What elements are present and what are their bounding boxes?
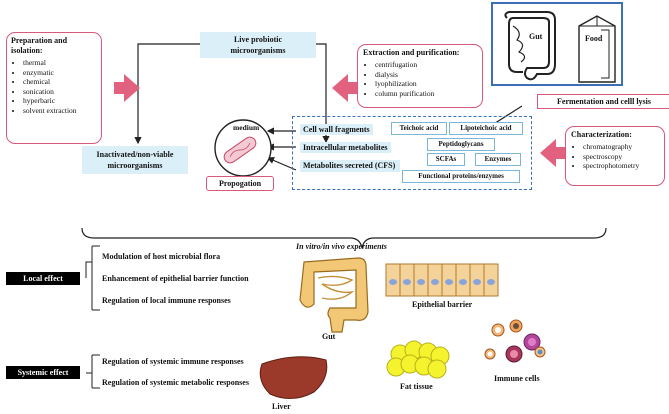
local-item-1: Modulation of host microbial flora [102,252,221,261]
medium-label: medium [233,123,260,132]
preparation-box: Preparation and isolation: thermal enzym… [6,32,102,144]
systemic-item-2: Regulation of systemic metabolic respons… [102,378,249,387]
scfas-tag: SCFAs [427,153,465,166]
teichoic-tag: Teichoic acid [391,122,447,135]
experiments-label: In vitro/in vivo experiments [296,242,387,251]
peptidoglycans-tag: Peptidoglycans [427,138,495,151]
fat-tissue-icon [386,340,450,379]
extraction-box: Extraction and purification: centrifugat… [357,44,483,108]
list-item: sonication [23,87,97,97]
secreted-label: Metabolites secreted (CFS) [300,160,400,172]
list-item: thermal [23,58,97,68]
gut-food-box: Gut Food [491,2,623,86]
systemic-effect-label: Systemic effect [6,366,80,379]
list-item: lyophilization [375,79,477,89]
pink-arrow-right [114,74,140,102]
enzymes-tag: Enzymes [475,153,521,166]
propogation-box: Propogation [206,176,274,191]
list-item: dialysis [375,70,477,80]
characterization-title: Characterization: [571,130,632,139]
immune-cells-icon [484,319,546,363]
proteins-tag: Functional proteins/enzymes [402,170,520,183]
epithelial-barrier-icon [385,263,499,297]
gut-organ-label: Gut [322,332,336,341]
characterization-list: chromatography spectroscopy spectrophoto… [571,142,659,171]
inactivated-box: Inactivated/non-viable microorganisms [82,146,188,174]
lipoteichoic-tag: Lipoteichoic acid [449,122,523,135]
list-item: spectroscopy [583,152,659,162]
list-item: chemical [23,77,97,87]
list-item: chromatography [583,142,659,152]
list-item: spectrophotometry [583,161,659,171]
live-probiotic-box: Live probiotic microorganisms [200,32,316,58]
list-item: enzymatic [23,68,97,78]
intracellular-label: Intracellular metabolites [300,142,391,153]
liver-label: Liver [272,402,291,411]
list-item: hyperbaric [23,96,97,106]
local-item-3: Regulation of local immune responses [102,296,231,305]
immune-label: Immune cells [494,374,540,383]
intestine-outline-icon [504,11,616,83]
components-box [292,116,532,190]
pink-arrow-left-extraction [332,74,358,102]
list-item: column purification [375,89,477,99]
extraction-title: Extraction and purification: [363,48,460,57]
characterization-box: Characterization: chromatography spectro… [565,126,665,186]
pink-arrow-left-characterization [540,139,566,167]
preparation-list: thermal enzymatic chemical sonication hy… [11,58,97,116]
fat-label: Fat tissue [400,382,433,391]
list-item: centrifugation [375,60,477,70]
list-item: solvent extraction [23,106,97,116]
systemic-item-1: Regulation of systemic immune responses [102,357,244,366]
preparation-title: Preparation and isolation: [11,36,68,55]
fermentation-label: Fermentation and celll lysis [537,94,669,109]
liver-icon [259,356,328,399]
local-item-2: Enhancement of epithelial barrier functi… [102,274,249,283]
epithelial-label: Epithelial barrier [412,300,473,309]
cell-wall-label: Cell wall fragments [300,124,373,135]
gut-label: Gut [529,32,543,41]
gut-icon [299,257,369,333]
extraction-list: centrifugation dialysis lyophilization c… [363,60,477,98]
local-effect-label: Local effect [6,272,80,285]
food-label: Food [585,34,603,43]
